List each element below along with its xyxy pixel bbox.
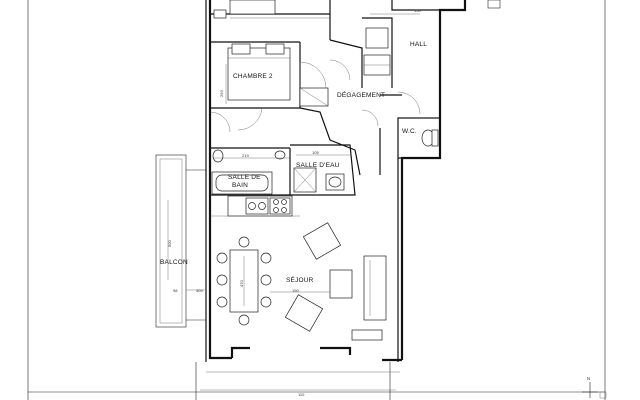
dimension-label: 150 xyxy=(414,8,421,13)
bed-icon xyxy=(229,0,276,15)
dimension-label: 110 xyxy=(298,392,305,397)
doors xyxy=(209,59,421,133)
room-label-hall: HALL xyxy=(410,41,427,48)
dimension-label: 470 xyxy=(239,280,244,287)
room-label-wc: W.C. xyxy=(402,128,417,135)
dimension-label: 219 xyxy=(242,153,249,158)
compass: N xyxy=(582,376,607,399)
sink-icon xyxy=(245,197,269,215)
hob-icon xyxy=(269,197,291,215)
room-label-chambre-2: CHAMBRE 2 xyxy=(233,73,273,80)
bed-icon xyxy=(227,47,291,101)
balcony xyxy=(155,154,400,400)
dimension-label: 293 xyxy=(219,90,224,97)
compass-marker-icon xyxy=(599,391,607,399)
room-label-salle-de-bain-2: BAIN xyxy=(232,182,248,189)
compass-north-label: N xyxy=(587,376,590,381)
coffee-table-icon xyxy=(329,269,353,299)
armchair-icon xyxy=(302,222,342,260)
furniture xyxy=(211,0,439,341)
room-label-degagement: DÉGAGEMENT xyxy=(337,90,385,99)
room-label-salle-deau: SALLE D'EAU xyxy=(296,162,340,169)
room-label-salle-de-bain-1: SALLE DE xyxy=(228,174,261,181)
dimension-label: 105 xyxy=(312,150,319,155)
dimension-lines xyxy=(167,13,420,391)
dimension-label: 190 xyxy=(292,288,299,293)
dimension-label: 305 xyxy=(196,288,203,293)
dimension-label: 500 xyxy=(167,240,172,247)
armchair-icon xyxy=(284,294,324,332)
room-label-balcon: BALCON xyxy=(160,259,188,266)
exterior-walls xyxy=(205,0,501,362)
sofa-icon xyxy=(363,255,387,321)
dimension-label: 98 xyxy=(173,288,178,293)
room-label-sejour: SÉJOUR xyxy=(286,275,314,284)
